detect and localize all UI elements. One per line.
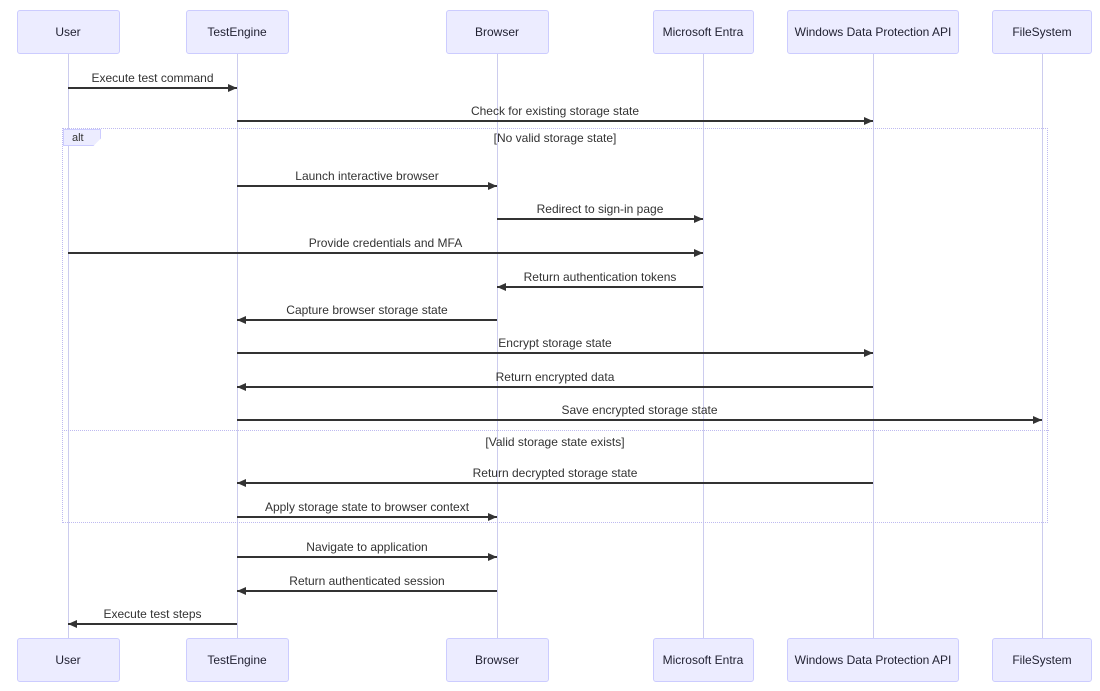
message-label: Return authentication tokens xyxy=(523,270,677,284)
actor-testengine-top: TestEngine xyxy=(185,10,289,54)
arrowhead-right xyxy=(694,215,703,223)
arrowhead-left xyxy=(237,316,246,324)
lifeline-browser xyxy=(496,54,498,638)
message-label: Execute test steps xyxy=(103,607,202,621)
arrowhead-right xyxy=(488,553,497,561)
arrowhead-left xyxy=(68,620,77,628)
arrowhead-left xyxy=(497,283,506,291)
message-line xyxy=(237,185,497,187)
actor-browser-bottom: Browser xyxy=(445,638,549,682)
arrowhead-right xyxy=(1033,416,1042,424)
arrowhead-right xyxy=(228,84,237,92)
actor-entra-bottom: Microsoft Entra xyxy=(652,638,754,682)
message-label: Apply storage state to browser context xyxy=(264,500,470,514)
message-label: Encrypt storage state xyxy=(498,336,612,350)
message-label: Launch interactive browser xyxy=(295,169,439,183)
message-line xyxy=(237,556,497,558)
message-line xyxy=(237,590,497,592)
alt-else-divider xyxy=(62,430,1049,431)
actor-user-bottom: User xyxy=(16,638,120,682)
message-line xyxy=(497,218,703,220)
message-line xyxy=(237,319,497,321)
message-label: Provide credentials and MFA xyxy=(308,236,463,250)
message-label: Return decrypted storage state xyxy=(472,466,638,480)
arrowhead-left xyxy=(237,479,246,487)
message-label: Return authenticated session xyxy=(289,574,445,588)
arrowhead-right xyxy=(864,349,873,357)
actor-testengine-bottom: TestEngine xyxy=(185,638,289,682)
message-line xyxy=(68,623,237,625)
actor-wdpapi-top: Windows Data Protection API xyxy=(787,10,959,54)
message-label: Redirect to sign-in page xyxy=(536,202,664,216)
message-label: Navigate to application xyxy=(306,540,428,554)
message-line xyxy=(237,419,1042,421)
message-label: Execute test command xyxy=(91,71,214,85)
arrowhead-left xyxy=(237,383,246,391)
alt-condition-valid-state: [Valid storage state exists] xyxy=(485,435,625,449)
arrowhead-left xyxy=(237,587,246,595)
actor-entra-top: Microsoft Entra xyxy=(652,10,754,54)
arrowhead-right xyxy=(488,513,497,521)
alt-frame: alt xyxy=(62,128,1048,523)
alt-condition-no-valid-state: [No valid storage state] xyxy=(493,131,617,145)
message-line xyxy=(68,87,237,89)
message-line xyxy=(237,482,873,484)
lifeline-wdpapi xyxy=(872,54,874,638)
actor-filesystem-top: FileSystem xyxy=(992,10,1092,54)
lifeline-filesystem xyxy=(1041,54,1043,638)
message-line xyxy=(237,352,873,354)
message-line xyxy=(68,252,703,254)
message-label: Save encrypted storage state xyxy=(561,403,718,417)
actor-user-top: User xyxy=(16,10,120,54)
lifeline-testengine xyxy=(236,54,238,638)
actor-filesystem-bottom: FileSystem xyxy=(992,638,1092,682)
message-label: Return encrypted data xyxy=(495,370,615,384)
lifeline-entra xyxy=(702,54,704,638)
lifeline-user xyxy=(67,54,69,638)
arrowhead-right xyxy=(864,117,873,125)
message-line xyxy=(237,120,873,122)
arrowhead-right xyxy=(488,182,497,190)
message-label: Capture browser storage state xyxy=(286,303,448,317)
message-label: Check for existing storage state xyxy=(470,104,640,118)
message-line xyxy=(237,386,873,388)
actor-browser-top: Browser xyxy=(445,10,549,54)
alt-label: alt xyxy=(63,129,101,146)
message-line xyxy=(237,516,497,518)
message-line xyxy=(497,286,703,288)
arrowhead-right xyxy=(694,249,703,257)
actor-wdpapi-bottom: Windows Data Protection API xyxy=(787,638,959,682)
